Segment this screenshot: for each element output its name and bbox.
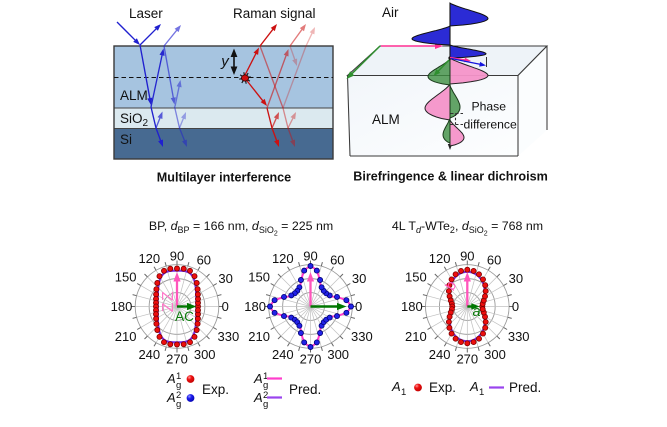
svg-text:120: 120	[138, 251, 160, 266]
svg-text:330: 330	[508, 329, 530, 344]
svg-text:210: 210	[248, 329, 270, 344]
svg-text:150: 150	[405, 269, 427, 284]
svg-text:A: A	[391, 379, 401, 394]
svg-text:0: 0	[222, 299, 229, 314]
svg-text:30: 30	[509, 271, 523, 286]
svg-text:180: 180	[244, 299, 266, 314]
svg-text:AC: AC	[175, 309, 194, 324]
svg-text:ALM: ALM	[372, 112, 400, 127]
svg-text:330: 330	[218, 329, 240, 344]
svg-text:2: 2	[176, 390, 181, 401]
svg-text:A: A	[253, 371, 263, 386]
svg-text:4L Td-WTe2, dSiO2 = 768 nm: 4L Td-WTe2, dSiO2 = 768 nm	[392, 219, 543, 238]
svg-text:Birefringence & linear dichroi: Birefringence & linear dichroism	[353, 170, 548, 184]
svg-text:0: 0	[355, 299, 362, 314]
svg-text:1: 1	[263, 371, 268, 382]
svg-text:150: 150	[248, 269, 270, 284]
svg-text:ZZ: ZZ	[160, 290, 177, 313]
svg-text:180: 180	[401, 299, 423, 314]
svg-text:240: 240	[272, 347, 294, 362]
svg-text:90: 90	[170, 248, 184, 263]
svg-text:300: 300	[484, 347, 506, 362]
svg-text:Air: Air	[382, 5, 399, 20]
svg-text:210: 210	[405, 329, 427, 344]
svg-text:g: g	[176, 399, 181, 410]
svg-text:300: 300	[327, 347, 349, 362]
svg-text:difference: difference	[464, 118, 518, 132]
svg-text:300: 300	[194, 347, 216, 362]
svg-text:330: 330	[351, 329, 373, 344]
svg-text:A: A	[469, 379, 479, 394]
svg-text:Raman signal: Raman signal	[233, 6, 316, 21]
svg-text:0: 0	[512, 299, 519, 314]
svg-text:90: 90	[460, 248, 474, 263]
svg-text:2: 2	[263, 390, 268, 401]
svg-text:g: g	[263, 399, 268, 410]
svg-text:240: 240	[429, 347, 451, 362]
svg-text:a: a	[472, 304, 480, 320]
svg-text:Multilayer interference: Multilayer interference	[157, 171, 291, 185]
svg-text:210: 210	[115, 329, 137, 344]
svg-text:g: g	[176, 380, 181, 391]
svg-text:1: 1	[479, 387, 484, 398]
svg-text:1: 1	[401, 387, 406, 398]
svg-text:270: 270	[166, 351, 188, 366]
svg-text:30: 30	[352, 271, 366, 286]
svg-text:30: 30	[218, 271, 232, 286]
svg-text:270: 270	[456, 351, 478, 366]
svg-text:1: 1	[176, 371, 181, 382]
svg-text:Exp.: Exp.	[429, 380, 456, 395]
svg-text:90: 90	[303, 248, 317, 263]
svg-text:BP, dBP = 166 nm, dSiO2 = 225: BP, dBP = 166 nm, dSiO2 = 225 nm	[149, 219, 333, 238]
svg-text:Pred.: Pred.	[509, 380, 541, 395]
svg-text:240: 240	[138, 347, 160, 362]
svg-text:60: 60	[487, 253, 501, 268]
svg-text:Phase: Phase	[472, 100, 507, 114]
svg-text:60: 60	[197, 253, 211, 268]
svg-text:180: 180	[111, 299, 133, 314]
svg-text:ALM: ALM	[120, 88, 148, 103]
svg-text:Pred.: Pred.	[289, 382, 321, 397]
svg-text:SiO2: SiO2	[120, 111, 149, 129]
svg-text:Si: Si	[120, 132, 132, 147]
svg-text:120: 120	[272, 251, 294, 266]
svg-text:y: y	[220, 53, 230, 70]
svg-text:g: g	[263, 380, 268, 391]
svg-text:120: 120	[429, 251, 451, 266]
svg-text:60: 60	[330, 253, 344, 268]
svg-text:A: A	[166, 390, 176, 405]
svg-text:150: 150	[115, 269, 137, 284]
svg-text:Exp.: Exp.	[202, 382, 229, 397]
svg-text:Laser: Laser	[129, 6, 163, 21]
svg-text:270: 270	[300, 351, 322, 366]
svg-text:A: A	[253, 390, 263, 405]
svg-text:A: A	[166, 371, 176, 386]
